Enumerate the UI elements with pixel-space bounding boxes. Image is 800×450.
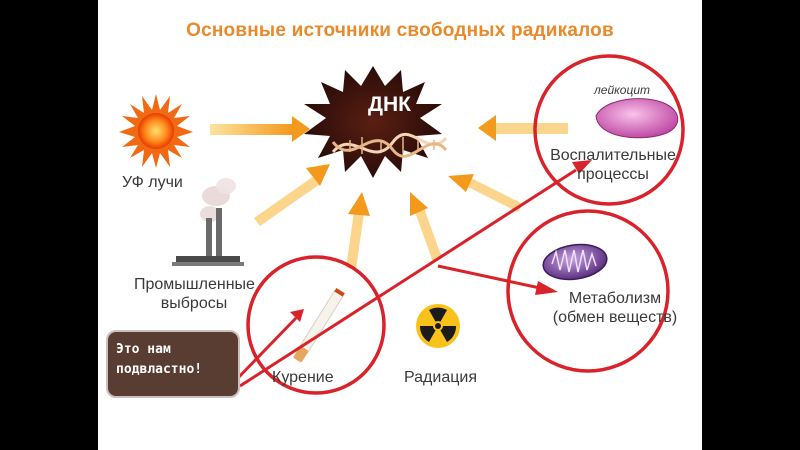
- highlight-circle-smoking: [246, 255, 386, 395]
- highlight-circle-inflammation: [533, 54, 685, 206]
- highlight-circle-metabolism: [506, 209, 670, 373]
- arrow-industrial-to-dna: [254, 164, 330, 226]
- smoking-label: Курение: [272, 369, 334, 386]
- radiation-label: Радиация: [404, 369, 477, 386]
- metabolism-label-line1: Метаболизм: [568, 290, 662, 307]
- inflammation-label-line2: процессы: [577, 166, 649, 183]
- sun-icon: [119, 94, 193, 168]
- industrial-label-line1: Промышленные: [134, 276, 255, 293]
- arrow-uv-to-dna: [210, 116, 310, 142]
- metabolism-label: Метаболизм (обмен веществ): [540, 289, 690, 327]
- slide: Основные источники свободных радикалов Д…: [98, 0, 702, 450]
- callout-line1: Это нам: [116, 342, 171, 357]
- arrow-inflammation-to-dna: [478, 115, 568, 141]
- red-arrow-to-smoking: [234, 309, 304, 382]
- arrow-radiation-to-dna: [410, 192, 442, 262]
- leukocyte-label: лейкоцит: [594, 83, 650, 97]
- cigarette-icon: [293, 287, 345, 363]
- inflammation-label-line1: Воспалительные: [550, 147, 676, 164]
- factory-icon: [172, 178, 244, 266]
- mitochondrion-icon: [542, 243, 608, 281]
- slide-title: Основные источники свободных радикалов: [186, 20, 614, 41]
- arrow-metabolism-to-dna: [448, 174, 523, 212]
- leukocyte-icon: [595, 98, 679, 139]
- arrow-smoking-to-dna: [346, 192, 370, 269]
- diagram-graphics: [119, 54, 685, 395]
- red-arrow-to-inflammation: [239, 160, 592, 388]
- dna-label: ДНК: [368, 93, 411, 116]
- callout-note: Это нам подвластно!: [106, 330, 240, 398]
- inflammation-label: Воспалительные процессы: [538, 146, 688, 184]
- red-arrow-to-metabolism: [437, 264, 558, 295]
- industrial-label: Промышленные выбросы: [134, 275, 255, 313]
- uv-label: УФ лучи: [122, 174, 183, 191]
- metabolism-label-line2: (обмен веществ): [552, 309, 678, 326]
- dna-burst-icon: [304, 66, 448, 178]
- radiation-icon: [416, 304, 460, 348]
- callout-line2: подвластно!: [116, 362, 203, 377]
- industrial-label-line2: выбросы: [160, 295, 228, 312]
